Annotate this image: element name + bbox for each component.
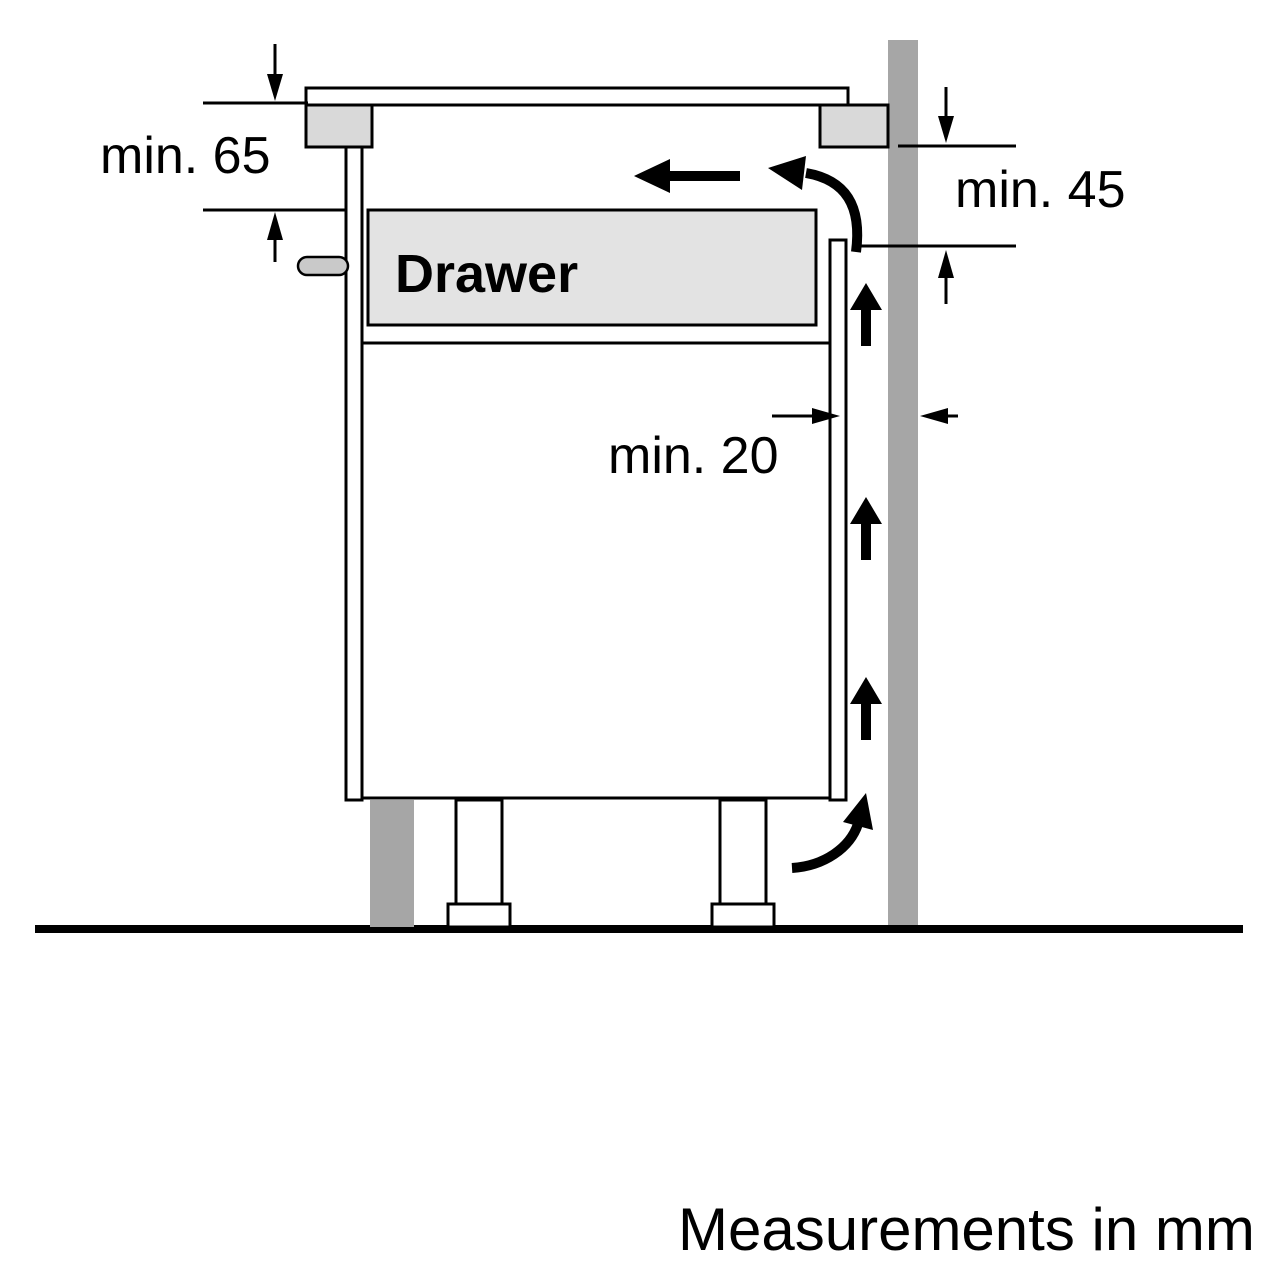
countertop-right bbox=[818, 103, 890, 149]
min20-right-arrow-icon bbox=[812, 408, 840, 424]
dimension-min-65: min. 65 bbox=[100, 44, 346, 262]
countertop-left bbox=[304, 103, 374, 149]
cabinet: Drawer bbox=[296, 145, 848, 929]
drawer-label: Drawer bbox=[395, 244, 578, 304]
leg-front-foot bbox=[446, 902, 512, 929]
airflow-bottom-curve-head-icon bbox=[843, 793, 873, 830]
dimension-min-45: min. 45 bbox=[853, 87, 1126, 304]
airflow-up-arrow-3-icon bbox=[850, 677, 882, 740]
footer-note: Measurements in mm bbox=[678, 1196, 1255, 1263]
min65-label: min. 65 bbox=[100, 127, 271, 185]
airflow-left-arrow-icon bbox=[634, 159, 740, 193]
airflow-bottom-curve-icon bbox=[791, 822, 863, 873]
wall bbox=[888, 40, 918, 927]
hob-glass bbox=[304, 86, 850, 107]
cabinet-left-panel bbox=[344, 145, 364, 802]
min65-down-arrow-icon bbox=[267, 74, 283, 101]
min45-up-arrow-icon bbox=[938, 250, 954, 278]
drawer-handle bbox=[296, 255, 350, 277]
drawer-box bbox=[366, 208, 818, 327]
cabinet-carcass bbox=[360, 341, 834, 800]
min65-up-arrow-icon bbox=[267, 212, 283, 240]
dimension-min-20: min. 20 bbox=[608, 408, 958, 485]
leg-rear-shaft bbox=[718, 798, 768, 908]
min45-label: min. 45 bbox=[955, 161, 1126, 219]
leg-rear-foot bbox=[710, 902, 776, 929]
airflow-up-arrow-2-icon bbox=[850, 497, 882, 560]
plinth-gray-leg bbox=[370, 800, 414, 927]
airflow-top-curve-icon bbox=[804, 168, 863, 253]
leg-front-shaft bbox=[454, 798, 504, 908]
min20-left-arrow-icon bbox=[920, 408, 948, 424]
min45-down-arrow-icon bbox=[938, 116, 954, 143]
airflow-top-curve-head-icon bbox=[768, 156, 806, 190]
airflow-arrows bbox=[634, 156, 882, 873]
airflow-up-arrow-1-icon bbox=[850, 283, 882, 346]
cabinet-back-panel bbox=[828, 238, 848, 802]
min20-label: min. 20 bbox=[608, 427, 779, 485]
worktop bbox=[304, 86, 890, 149]
